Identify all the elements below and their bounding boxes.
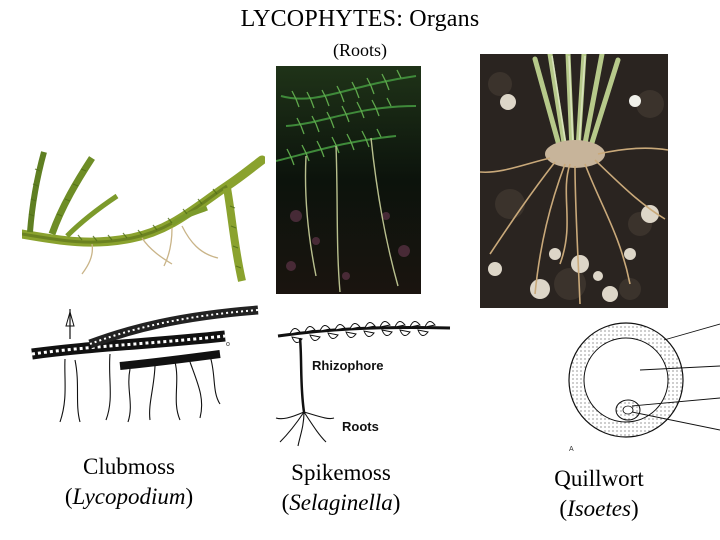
- rhizophore-label: Rhizophore: [312, 358, 384, 373]
- caption-spikemoss-common: Spikemoss: [291, 460, 391, 485]
- quillwort-roots-photo-icon: [480, 54, 668, 308]
- slide-title: LYCOPHYTES: Organs: [240, 6, 480, 32]
- caption-clubmoss-common: Clubmoss: [82, 454, 176, 479]
- clubmoss-drawing-mark: o: [226, 341, 230, 348]
- caption-quillwort-common: Quillwort: [554, 466, 644, 491]
- caption-spikemoss-scientific-line: (Selaginella): [248, 488, 434, 518]
- slide-subtitle: (Roots): [333, 40, 387, 60]
- caption-quillwort-scientific: Isoetes: [567, 496, 631, 521]
- caption-quillwort-scientific-line: (Isoetes): [506, 494, 692, 524]
- quillwort-drawing-mark: A: [569, 446, 574, 453]
- clubmoss-photo: [22, 146, 265, 288]
- spikemoss-photo: [276, 66, 421, 294]
- spikemoss-drawing: [270, 300, 455, 448]
- quillwort-photo: [480, 54, 668, 308]
- roots-label: Roots: [342, 419, 379, 434]
- caption-quillwort: Quillwort (Isoetes): [506, 464, 692, 524]
- caption-clubmoss: Clubmoss (Lycopodium): [36, 452, 222, 512]
- quillwort-drawing: [560, 318, 720, 458]
- caption-quillwort-open-paren: (: [559, 496, 568, 521]
- caption-spikemoss-open-paren: (: [281, 490, 290, 515]
- spikemoss-fronds-photo-icon: [276, 66, 421, 294]
- isoetes-cross-section-drawing-icon: [560, 318, 720, 458]
- clubmoss-rhizome-drawing-icon: [30, 304, 268, 426]
- clubmoss-branch-photo-icon: [22, 146, 265, 288]
- caption-clubmoss-scientific: Lycopodium: [72, 484, 186, 509]
- selaginella-rhizophore-drawing-icon: [270, 300, 455, 448]
- caption-quillwort-close-paren: ): [630, 496, 639, 521]
- caption-clubmoss-close-paren: ): [185, 484, 194, 509]
- caption-clubmoss-open-paren: (: [64, 484, 73, 509]
- caption-spikemoss-close-paren: ): [392, 490, 401, 515]
- caption-spikemoss-scientific: Selaginella: [289, 490, 393, 515]
- caption-spikemoss: Spikemoss (Selaginella): [248, 458, 434, 518]
- clubmoss-drawing: [30, 304, 268, 426]
- caption-clubmoss-scientific-line: (Lycopodium): [36, 482, 222, 512]
